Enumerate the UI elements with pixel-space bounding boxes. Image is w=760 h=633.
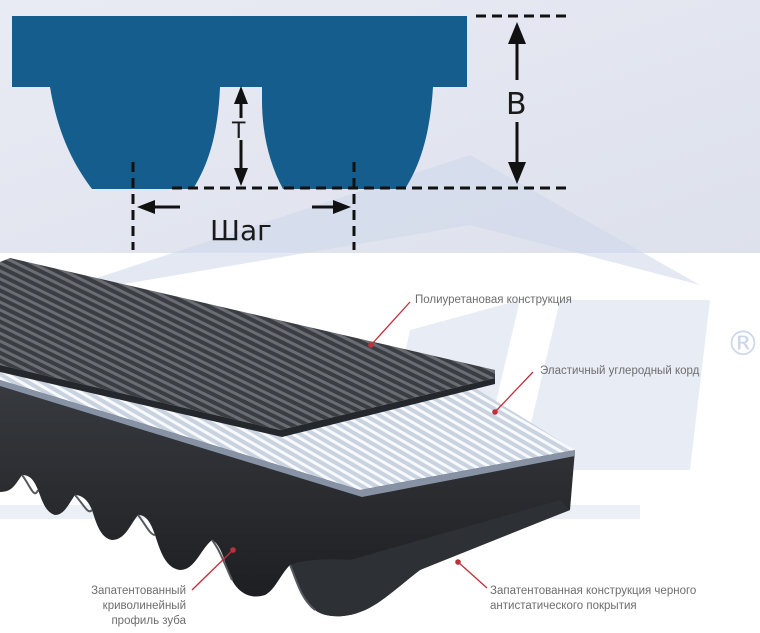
callout-tooth-profile-line: криволинейный [102,600,186,612]
callout-antistatic-coating: Запатентованная конструкция черного анти… [490,584,696,614]
callout-leaders [191,301,534,591]
callout-tooth-profile: Запатентованный криволинейный профиль зу… [70,584,186,629]
registered-mark: ® [726,324,760,364]
height-dimension-arrow [508,22,526,184]
callout-polyurethane: Полиуретановая конструкция [415,294,572,306]
coating-layer [290,500,570,617]
callout-antistatic-line: Запатентованная конструкция черного [490,585,697,597]
callout-antistatic-line: антистатического покрытия [490,600,637,612]
pitch-arrows [137,200,351,214]
pitch-label: Шаг [210,214,272,247]
polyurethane-layer [0,258,495,430]
tooth-profile-shape [12,16,467,189]
height-label: B [506,87,527,122]
tooth-height-arrow [234,86,248,186]
callout-carbon-cord: Эластичный углеродный корд [540,365,700,377]
tooth-height-label: T [231,119,246,144]
callout-tooth-profile-line: Запатентованный [91,585,186,597]
dimension-lines [131,14,568,250]
tooth-highlights [21,474,316,611]
callout-tooth-profile-line: профиль зуба [111,615,186,627]
